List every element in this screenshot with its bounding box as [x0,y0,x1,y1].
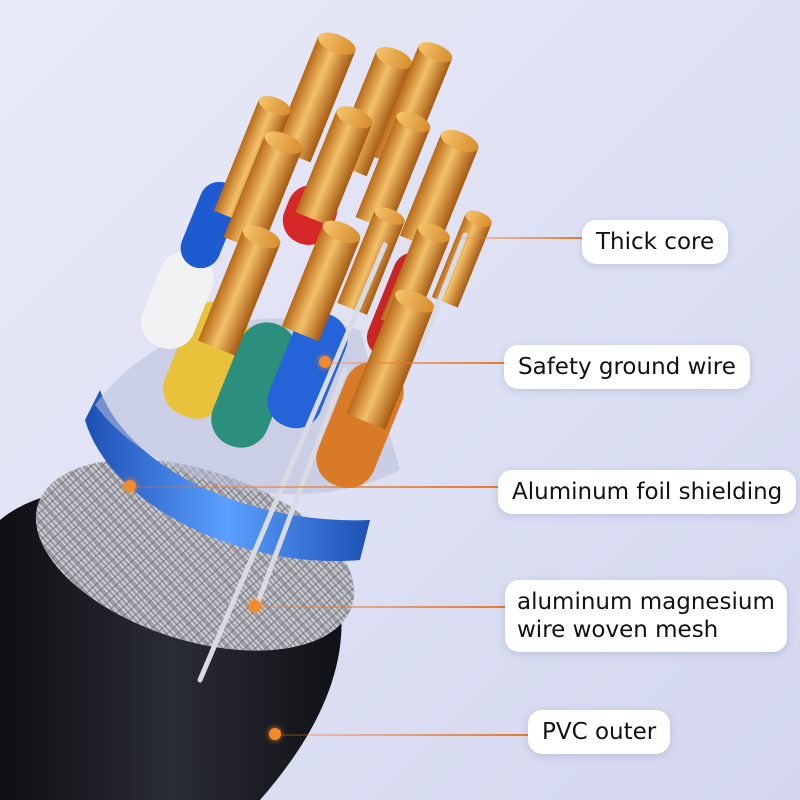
pvc-leader-line [275,734,530,736]
thick-core-leader-line [460,237,585,239]
mesh-leader-line [255,606,505,608]
ground-wire-label: Safety ground wire [518,354,736,380]
pvc-marker [269,728,281,740]
mesh-label-line-2: wire woven mesh [517,617,719,643]
mesh-marker [249,600,261,612]
pvc-callout: PVC outer [528,710,671,754]
foil-shield [85,390,370,562]
mesh-label-line-1: aluminum magnesium [517,589,775,615]
pvc-label: PVC outer [542,719,657,745]
foil-marker [124,480,136,492]
foil-label: Aluminum foil shielding [512,479,783,505]
ground-wire-callout: Safety ground wire [504,345,750,389]
ground-wire-marker [319,356,331,368]
thick-core-callout: Thick core [582,220,729,264]
ground-wire-leader-line [325,362,505,364]
thick-core-label: Thick core [596,229,715,255]
foil-leader-line [130,486,500,488]
foil-callout: Aluminum foil shielding [498,470,797,514]
ground-wires [197,232,468,683]
mesh-callout: aluminum magnesium wire woven mesh [505,580,787,652]
